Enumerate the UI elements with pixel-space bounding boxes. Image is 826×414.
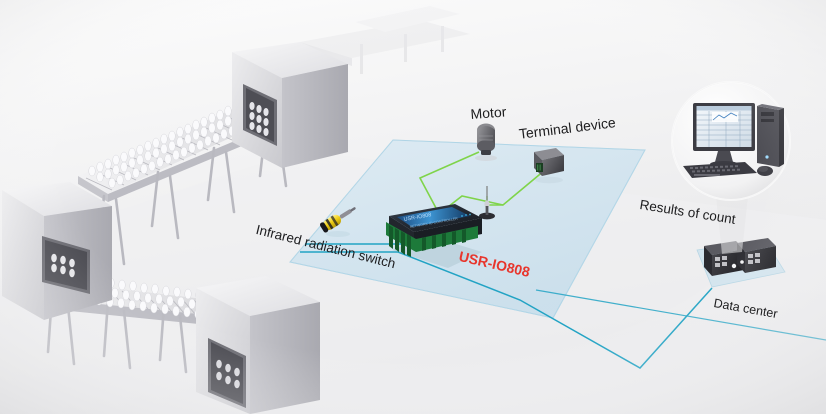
label-motor: Motor (470, 103, 507, 122)
